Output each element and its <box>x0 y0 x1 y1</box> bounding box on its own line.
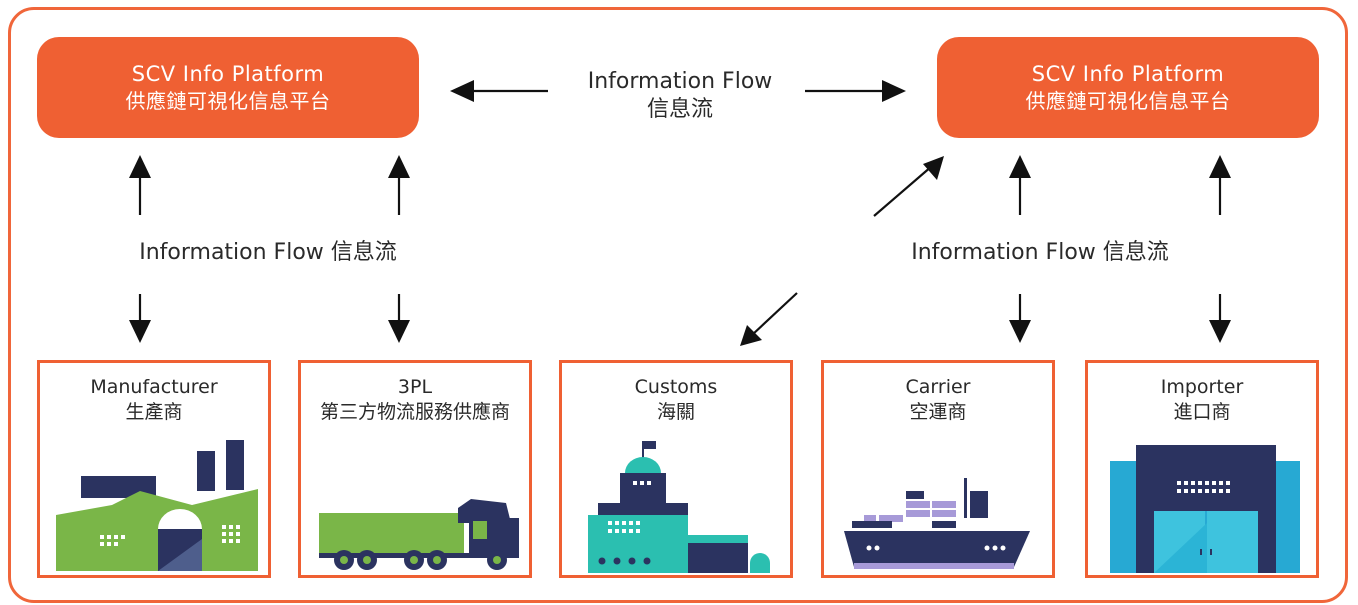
arrow-head <box>882 80 906 102</box>
diagram-frame <box>8 7 1348 603</box>
left-flow-label: Information Flow 信息流 <box>139 240 397 265</box>
party-carrier: Carrier 空運商 <box>821 360 1055 578</box>
party-label-en: Carrier <box>905 376 971 398</box>
platform-box-left: SCV Info Platform 供應鏈可視化信息平台 <box>37 37 419 138</box>
party-customs: Customs 海關 <box>559 360 793 578</box>
top-flow-label-zh: 信息流 <box>646 97 713 122</box>
platform-title-zh: 供應鏈可視化信息平台 <box>125 88 331 113</box>
party-label-en: Manufacturer <box>90 376 218 398</box>
cargo-ship-icon <box>844 478 1030 569</box>
platform-box-right: SCV Info Platform 供應鏈可視化信息平台 <box>937 37 1319 138</box>
party-label-zh: 海關 <box>656 401 695 423</box>
party-label-en: 3PL <box>397 376 433 398</box>
party-label-zh: 進口商 <box>1173 401 1231 423</box>
party-label-zh: 空運商 <box>909 401 967 423</box>
party-label: Carrier 空運商 <box>824 375 1052 425</box>
party-label: Manufacturer 生產商 <box>40 375 268 425</box>
party-label: Customs 海關 <box>562 375 790 425</box>
top-flow-label: Information Flow 信息流 <box>560 68 800 124</box>
arrow-head <box>450 80 474 102</box>
factory-icon <box>56 440 258 571</box>
platform-title-en: SCV Info Platform <box>1031 61 1225 86</box>
platform-title-zh: 供應鏈可視化信息平台 <box>1025 88 1231 113</box>
party-label-en: Customs <box>634 376 718 398</box>
party-label-zh: 生產商 <box>125 401 183 423</box>
top-flow-label-en: Information Flow <box>587 69 773 94</box>
party-manufacturer: Manufacturer 生產商 <box>37 360 271 578</box>
warehouse-icon <box>1110 445 1300 573</box>
party-label-en: Importer <box>1160 376 1244 398</box>
right-flow-label: Information Flow 信息流 <box>911 240 1169 265</box>
customs-building-icon <box>588 441 770 573</box>
truck-icon <box>319 499 519 570</box>
platform-title-en: SCV Info Platform <box>131 61 325 86</box>
party-3pl: 3PL 第三方物流服務供應商 <box>298 360 532 578</box>
party-label: Importer 進口商 <box>1088 375 1316 425</box>
party-importer: Importer 進口商 <box>1085 360 1319 578</box>
party-label-zh: 第三方物流服務供應商 <box>319 401 510 423</box>
party-label: 3PL 第三方物流服務供應商 <box>301 375 529 425</box>
